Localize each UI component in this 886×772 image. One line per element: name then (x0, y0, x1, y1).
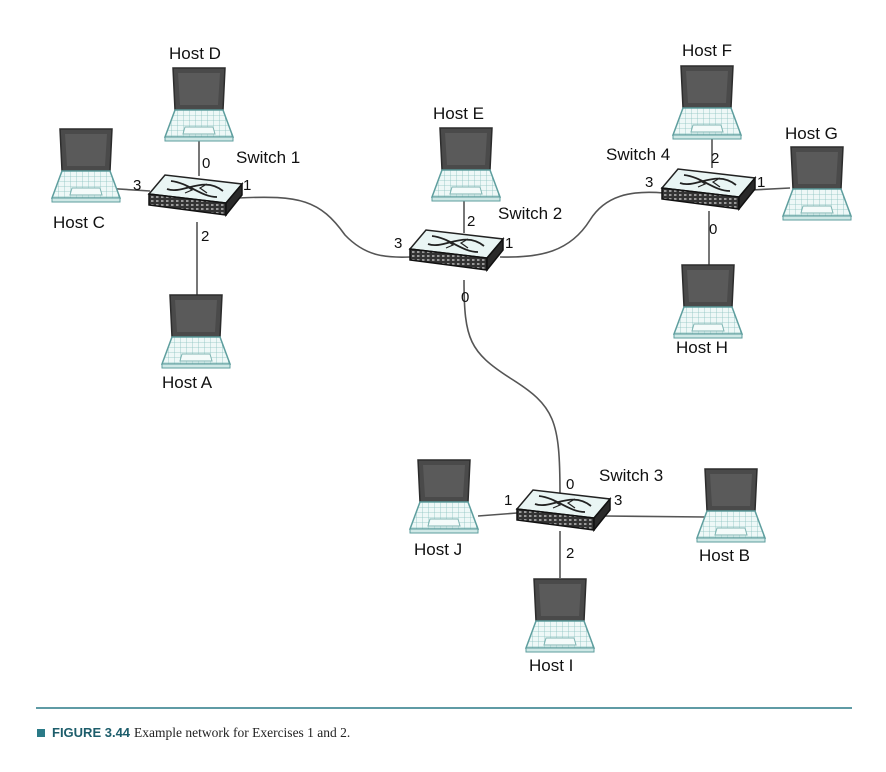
host-e-label: Host E (433, 104, 484, 123)
host-f-label: Host F (682, 41, 732, 60)
host-i-label: Host I (529, 656, 573, 675)
switch-4-icon (661, 168, 756, 210)
host-a-label: Host A (162, 373, 213, 392)
host-j-label: Host J (414, 540, 462, 559)
switch-4-port-1: 1 (757, 174, 765, 191)
switch-2-port-2: 2 (467, 213, 475, 230)
switch-1-port-3: 3 (133, 177, 141, 194)
switch-2-icon (409, 229, 504, 271)
switch-4-port-3: 3 (645, 174, 653, 191)
host-e-laptop-icon (431, 127, 501, 202)
switch-3-port-2: 2 (566, 545, 574, 562)
switch-3-port-1: 1 (504, 492, 512, 509)
caption-square-icon (37, 729, 45, 737)
host-a-laptop-icon (161, 294, 231, 369)
host-h-label: Host H (676, 338, 728, 357)
switch-4-label: Switch 4 (606, 145, 670, 164)
switch-3-label: Switch 3 (599, 466, 663, 485)
host-b-label: Host B (699, 546, 750, 565)
host-d-laptop-icon (164, 67, 234, 142)
host-i-laptop-icon (525, 578, 595, 653)
host-c-laptop-icon (51, 128, 121, 203)
cable-s2-s3 (463, 279, 561, 496)
host-h-laptop-icon (673, 264, 743, 339)
switch-1-icon (148, 174, 243, 216)
switch-4-port-2: 2 (711, 150, 719, 167)
switch-3-icon (516, 489, 611, 531)
host-j-laptop-icon (409, 459, 479, 534)
cable-s2-s4 (499, 191, 665, 258)
host-g-label: Host G (785, 124, 838, 143)
cable-s3-host-b (603, 515, 706, 518)
host-f-laptop-icon (672, 65, 742, 140)
switch-3-port-0: 0 (566, 476, 574, 493)
cable-s1-s2 (237, 196, 411, 259)
host-b-laptop-icon (696, 468, 766, 543)
switch-2-label: Switch 2 (498, 204, 562, 223)
switch-1-port-1: 1 (243, 177, 251, 194)
switch-1-port-0: 0 (202, 155, 210, 172)
cable-s3-host-j (477, 512, 518, 517)
caption-figure-label: FIGURE 3.44 (52, 725, 131, 740)
switch-4-port-0: 0 (709, 221, 717, 238)
switch-1-port-2: 2 (201, 228, 209, 245)
switch-2-port-3: 3 (394, 235, 402, 252)
host-g-laptop-icon (782, 146, 852, 221)
switch-2-port-0: 0 (461, 289, 469, 306)
switch-2-port-1: 1 (505, 235, 513, 252)
switch-3-port-3: 3 (614, 492, 622, 509)
host-d-label: Host D (169, 44, 221, 63)
caption-text: Example network for Exercises 1 and 2. (134, 725, 350, 740)
cable-s4-host-g (751, 187, 791, 191)
switch-1-label: Switch 1 (236, 148, 300, 167)
host-c-label: Host C (53, 213, 105, 232)
cables (102, 128, 791, 578)
